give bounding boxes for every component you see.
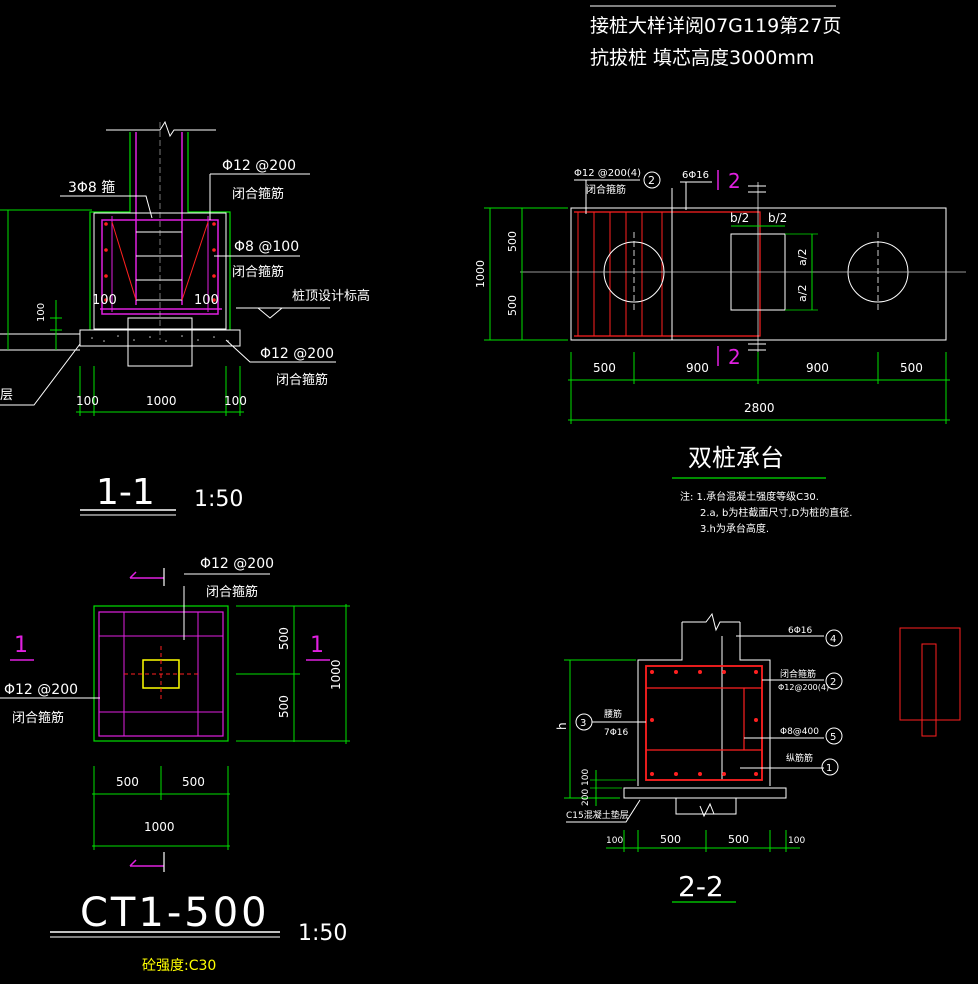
- s22-dim-500-a: 500: [660, 833, 681, 846]
- ct1-label-closed-top: 闭合箍筋: [206, 584, 258, 600]
- ct1-dim-500-c: 500: [116, 775, 139, 789]
- section-1-1: 100 层 桩顶设计标高 3Φ8 箍 Φ12 @200 闭合箍筋 Φ8 @100…: [0, 120, 370, 516]
- twin-cut-bot: 2: [728, 345, 741, 369]
- twin-b2-a: b/2: [730, 211, 749, 225]
- s22-label-phi12: Φ12@200(4): [778, 683, 829, 692]
- ct1-label-phi12-left: Φ12 @200: [4, 682, 78, 698]
- dim-100-right: 100: [224, 394, 247, 408]
- twin-label-6phi16: 6Φ16: [682, 170, 709, 181]
- header-notes: 接桩大样详阅07G119第27页 抗拔桩 填芯高度3000mm: [590, 5, 841, 69]
- twin-label-phi12: Φ12 @200(4): [574, 168, 641, 179]
- s22-label-closed: 闭合箍筋: [780, 668, 816, 680]
- label-phi12-bot: Φ12 @200: [260, 346, 334, 362]
- ct1-dim-500-d: 500: [182, 775, 205, 789]
- s22-bubble-3: 3: [580, 718, 586, 729]
- twin-dim-900-a: 900: [686, 361, 709, 375]
- label-phi12-top: Φ12 @200: [222, 158, 296, 174]
- pile-top-label: 桩顶设计标高: [292, 288, 370, 304]
- ct1-strength: 砼强度:C30: [142, 958, 216, 974]
- twin-note-1: 注: 1.承台混凝土强度等级C30.: [680, 490, 819, 503]
- s22-bubble-1: 1: [826, 763, 832, 774]
- ct1-title: CT1-500: [80, 890, 270, 936]
- label-phi8: Φ8 @100: [234, 239, 299, 255]
- label-closed-1: 闭合箍筋: [232, 186, 284, 202]
- s22-label-c15: C15混凝土垫层: [566, 809, 629, 821]
- ct1-dim-1000-v: 1000: [329, 659, 343, 690]
- s22-bubble-4: 4: [830, 634, 836, 645]
- label-100-left: 100: [92, 293, 117, 308]
- twin-dim-2800: 2800: [744, 401, 775, 415]
- s22-dim-500-b: 500: [728, 833, 749, 846]
- s22-label-7phi16: 7Φ16: [604, 728, 629, 738]
- dim-1000: 1000: [146, 394, 177, 408]
- twin-dim-500-a: 500: [593, 361, 616, 375]
- s22-label-main: 纵筋筋: [786, 752, 813, 764]
- section-1-1-scale: 1:50: [194, 487, 243, 512]
- twin-b2-b: b/2: [768, 211, 787, 225]
- label-closed-3: 闭合箍筋: [276, 372, 328, 388]
- s22-dim-100-left: 100: [606, 836, 623, 846]
- twin-bubble-2: 2: [648, 174, 655, 187]
- ct1-dim-1000-h: 1000: [144, 820, 175, 834]
- s22-label-6phi16: 6Φ16: [788, 626, 813, 636]
- twin-a2-b: a/2: [796, 285, 809, 302]
- cut-1-left: 1: [14, 633, 28, 658]
- s22-label-phi8: Φ8@400: [780, 727, 819, 737]
- twin-note-2: 2.a, b为柱截面尺寸,D为桩的直径.: [700, 506, 852, 519]
- s22-label-200v: 200: [581, 789, 591, 806]
- label-closed-2: 闭合箍筋: [232, 264, 284, 280]
- section-1-1-title: 1-1: [96, 472, 155, 513]
- label-3phi8: 3Φ8 箍: [68, 179, 115, 196]
- twin-label-closed: 闭合箍筋: [586, 183, 626, 196]
- header-line1: 接桩大样详阅07G119第27页: [590, 15, 841, 37]
- twin-dim-500-b: 500: [900, 361, 923, 375]
- ct1-dim-500-a: 500: [277, 627, 291, 650]
- twin-note-3: 3.h为承台高度.: [700, 522, 769, 535]
- section-2-2-title: 2-2: [678, 870, 724, 903]
- ct1-label-phi12-top: Φ12 @200: [200, 556, 274, 572]
- left-dim-100: 100: [36, 303, 47, 322]
- label-100-right: 100: [194, 293, 219, 308]
- twin-title: 双桩承台: [688, 444, 784, 472]
- twin-dim-1000: 1000: [474, 260, 487, 288]
- twin-dim-500-v1: 500: [506, 231, 519, 252]
- twin-cut-top: 2: [728, 169, 741, 193]
- ct1-dim-500-b: 500: [277, 695, 291, 718]
- layer-label: 层: [0, 388, 13, 403]
- ct1-label-closed-left: 闭合箍筋: [12, 710, 64, 726]
- ct1-scale: 1:50: [298, 921, 347, 946]
- s22-label-side: 腰筋: [604, 708, 622, 720]
- s22-label-h: h: [555, 722, 569, 730]
- twin-dim-900-b: 900: [806, 361, 829, 375]
- cut-1-right: 1: [310, 633, 324, 658]
- section-2-2: 6Φ16 4 闭合箍筋 Φ12@200(4) 2 Φ8@400 5 纵筋筋 1 …: [555, 612, 843, 903]
- dim-100-left: 100: [76, 394, 99, 408]
- twin-dim-500-v2: 500: [506, 295, 519, 316]
- s22-bubble-5: 5: [830, 732, 836, 743]
- s22-bubble-2: 2: [830, 677, 836, 688]
- s22-dim-100-right: 100: [788, 836, 805, 846]
- twin-pile-cap-plan: 2 2 Φ12 @200(4) 闭合箍筋 2 6Φ16 b/2 b/2 a/2 …: [474, 168, 966, 535]
- s22-label-100v: 100: [581, 769, 591, 786]
- pile-detail-red: [899, 627, 961, 737]
- twin-a2-a: a/2: [796, 249, 809, 266]
- header-line2: 抗拔桩 填芯高度3000mm: [590, 47, 814, 69]
- ct1-plan: 1 1 Φ12 @200 闭合箍筋 Φ12 @200 闭合箍筋 500 500 …: [0, 556, 350, 974]
